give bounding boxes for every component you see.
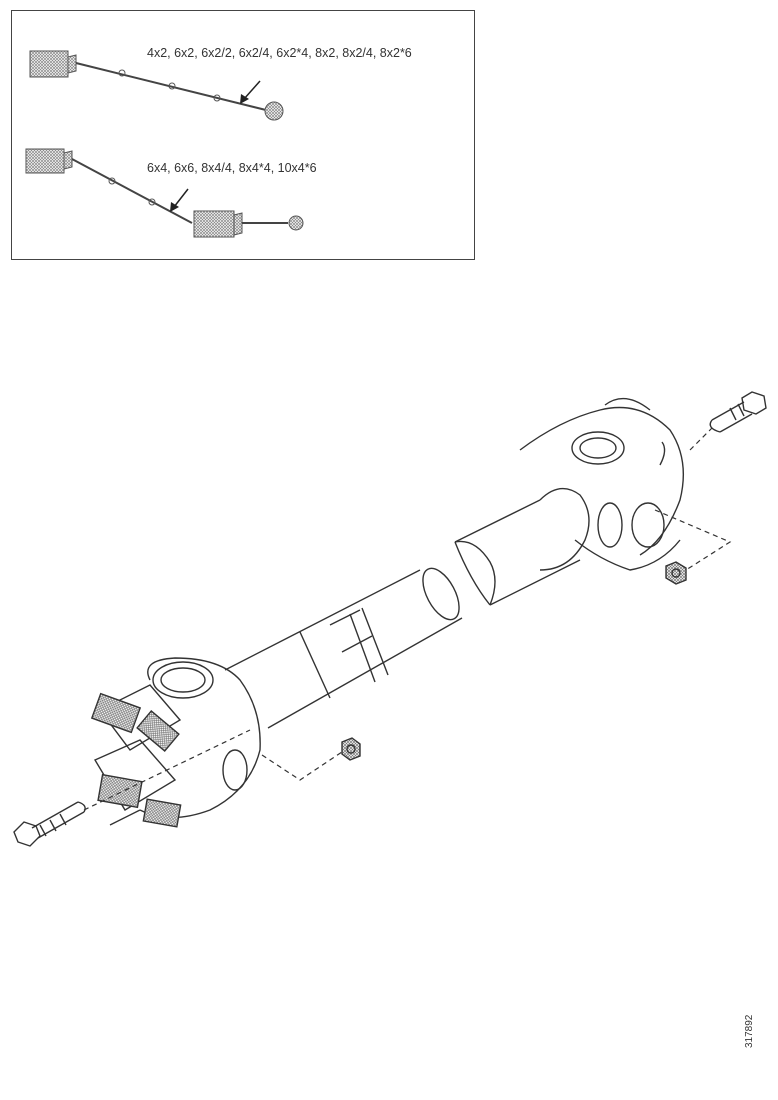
bearing-cap-front-bottom xyxy=(97,773,182,828)
arrow-icon xyxy=(240,80,261,104)
assembly-line-rear-nut xyxy=(654,509,732,571)
inset-drivetrain-drawings xyxy=(25,50,304,238)
assembly-line-rear-bolt xyxy=(689,427,713,451)
nut-front xyxy=(341,737,361,761)
drivetrain-variants-inset: 4x2, 6x2, 6x2/2, 6x2/4, 6x2*4, 8x2, 8x2/… xyxy=(11,10,475,260)
assembly-line-front-nut xyxy=(261,751,343,781)
nut-rear xyxy=(665,561,687,585)
bolt-front xyxy=(13,801,86,847)
layout-single-axle xyxy=(29,50,284,121)
universal-joint-front xyxy=(93,657,261,826)
propeller-shaft-exploded-view xyxy=(13,391,767,847)
bolt-rear xyxy=(709,391,767,433)
shaft-tube-front xyxy=(224,567,463,729)
variant-label-single-axle: 4x2, 6x2, 6x2/2, 6x2/4, 6x2*4, 8x2, 8x2/… xyxy=(147,46,412,60)
figure-code: 317892 xyxy=(744,1014,755,1048)
assembly-line-front-bolt xyxy=(83,729,251,811)
shaft-tube-rear xyxy=(454,499,581,606)
arrow-icon xyxy=(170,188,189,212)
layout-tandem-axle xyxy=(25,148,304,238)
variant-label-tandem-axle: 6x4, 6x6, 8x4/4, 8x4*4, 10x4*6 xyxy=(147,161,317,175)
universal-joint-rear xyxy=(519,397,685,571)
bearing-cap-front-top xyxy=(90,692,180,752)
